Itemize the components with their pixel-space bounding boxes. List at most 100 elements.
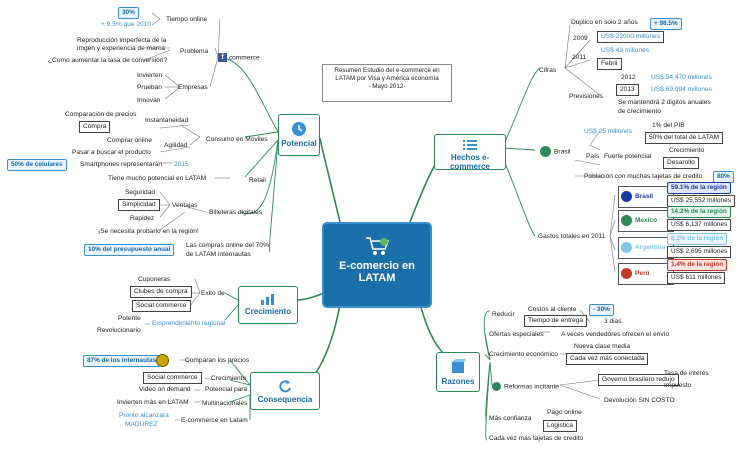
problema-item-1a: Reproducción imperfecta de la xyxy=(77,37,167,44)
ventaja-simplicidad: Simplicidad xyxy=(118,199,160,211)
poblacion-pct: 80% xyxy=(713,171,734,183)
note-line3: - Mayo 2012- xyxy=(368,83,406,90)
country-name: Perú xyxy=(635,270,650,277)
comparacion-precios: Comparación de precios xyxy=(65,111,137,118)
tiempo-online-pct: 30% xyxy=(118,7,139,19)
value-2011: US$ 43 millones xyxy=(601,47,650,54)
topic-potencial[interactable]: Potencial xyxy=(278,114,320,156)
reducir: Reducir xyxy=(492,311,515,318)
potente: Potente xyxy=(118,315,141,322)
country-node[interactable]: Brasil xyxy=(618,186,674,208)
instantaneidad: Instantaneidad xyxy=(145,117,189,124)
country-name: Brasil xyxy=(635,193,654,200)
topic-crecimiento-label: Crecimiento xyxy=(244,307,292,316)
empresas-prueban: Prueban xyxy=(137,84,162,91)
smartphones: Smartphones representarán xyxy=(80,161,163,168)
ventajas: Ventajas xyxy=(172,202,198,209)
multinacionales: Multinacionales xyxy=(202,400,248,407)
ventaja-seguridad: Seguridad xyxy=(125,189,156,196)
value-2013: US$ 69,994 millones xyxy=(651,86,712,93)
compras-online-line2: de LATAM internautas xyxy=(186,251,251,258)
revolucionario: Revolucionario xyxy=(97,327,141,334)
empresas-invierten: Invierten xyxy=(137,72,163,79)
topic-hechos[interactable]: Hechos e-commerce xyxy=(434,134,506,171)
brasil-node: Brasil xyxy=(540,146,571,157)
retail: Retail xyxy=(249,177,266,184)
costos-cliente: Costos al cliente xyxy=(528,306,577,313)
pasar-buscar: Pasar a buscar el producto xyxy=(72,149,151,156)
growth-chart-icon xyxy=(261,294,274,305)
costos-pct: - 30% xyxy=(589,304,614,316)
country-usd: US$ 6,137 millones xyxy=(667,219,732,231)
year-2012: 2012 xyxy=(621,74,636,81)
country-flag-icon xyxy=(621,267,632,279)
exito-social: Social commerce xyxy=(132,300,191,312)
tres-dias: 3 dias xyxy=(604,318,622,325)
exito-de: Exito de xyxy=(201,290,225,297)
tiempo-online: Tiempo online xyxy=(166,16,208,23)
ventaja-rapidez: Rapidez xyxy=(130,215,155,222)
retail-potencial: Tiene mucho potencial en LATAM xyxy=(108,175,207,182)
compra: Compra xyxy=(79,121,111,133)
country-node[interactable]: Argentina xyxy=(618,237,674,259)
pais: País xyxy=(586,153,600,160)
topic-hechos-label: Hechos e-commerce xyxy=(449,153,491,171)
brasil-pib: 1% del PIB xyxy=(652,122,685,129)
consecuencia-crecimiento: Crecimiento xyxy=(211,375,247,382)
previsiones: Previsiones xyxy=(569,93,604,100)
note-line2: LATAM por Visa y América economía xyxy=(335,75,439,82)
comparan-precios: Comparan los precios xyxy=(185,357,250,364)
value-2009: US$ 22000 millones xyxy=(597,31,665,43)
list-icon xyxy=(463,140,477,150)
facebook-commerce: f commerce xyxy=(218,53,260,62)
ecommerce-latam: E-commerce en Latam xyxy=(181,417,248,424)
devolucion: Devolución SIN COSTO xyxy=(604,397,675,404)
mas-confianza: Más confianza xyxy=(489,415,532,422)
potencial-para: Potencial para xyxy=(205,386,248,393)
pronto-line2: MADUREZ xyxy=(125,421,158,428)
topic-razones-label: Razones xyxy=(441,377,475,386)
reformas-node: Reformas incitante xyxy=(492,382,559,391)
central-topic[interactable]: E-comercio en LATAM xyxy=(322,222,432,308)
vendedores-envio: A veces vendedores ofrecen el envío xyxy=(561,331,670,338)
country-flag-icon xyxy=(621,241,632,253)
pais-crecimiento: Crecimiento xyxy=(669,147,705,154)
country-name: Mexico xyxy=(635,217,658,224)
topic-potencial-label: Potencial xyxy=(281,139,317,148)
central-title-line2: LATAM xyxy=(358,272,396,284)
year-2013: 2013 xyxy=(616,84,639,96)
consecuencia-social: Social commerce xyxy=(143,372,202,384)
commerce-label: commerce xyxy=(228,54,260,62)
brasil-total-latam: 50% del total de LATAM xyxy=(645,132,724,144)
conectada: Cada vez más conectada xyxy=(566,353,649,365)
reformas-label: Reformas incitante xyxy=(504,383,559,391)
reformas-flag-icon xyxy=(492,382,501,391)
shopping-cart-icon xyxy=(366,237,390,255)
refresh-icon xyxy=(279,380,291,393)
country-node[interactable]: Perú xyxy=(618,263,674,285)
topic-crecimiento[interactable]: Crecimiento xyxy=(238,286,298,324)
billeteras-digitales: Billeteras digitales xyxy=(209,209,263,216)
coin-icon xyxy=(156,354,169,367)
topic-consecuencia[interactable]: Consequencia xyxy=(250,372,320,410)
cifras: Cifras xyxy=(539,67,557,74)
pais-desarollo: Desarollo xyxy=(663,157,699,169)
country-node[interactable]: Mexico xyxy=(618,210,674,232)
mas-tarjetas: Cada vez más tajetas de credito xyxy=(489,435,584,442)
duplico: Duplico en solo 2 años xyxy=(571,19,638,26)
year-2011: 2011 xyxy=(572,54,587,61)
year-2015: 2015 xyxy=(174,161,189,168)
brasil-flag-icon xyxy=(540,146,551,157)
country-usd: US$ 25,552 millones xyxy=(667,195,735,207)
country-pct: 1.4% de la región xyxy=(667,259,728,271)
topic-razones[interactable]: Razones xyxy=(436,352,480,392)
country-usd: US$ 2,695 millones xyxy=(667,246,732,258)
facebook-icon: f xyxy=(218,53,227,62)
empresas-innovan: Innovan xyxy=(137,97,161,104)
consumo-moviles: Consumo en Moviles xyxy=(206,136,268,143)
presupuesto-pct: 10% del presupuesto anual xyxy=(84,244,175,256)
country-name: Argentina xyxy=(635,244,666,251)
summary-note: Resumen Estudio del e-commerce en LATAM … xyxy=(322,64,452,102)
